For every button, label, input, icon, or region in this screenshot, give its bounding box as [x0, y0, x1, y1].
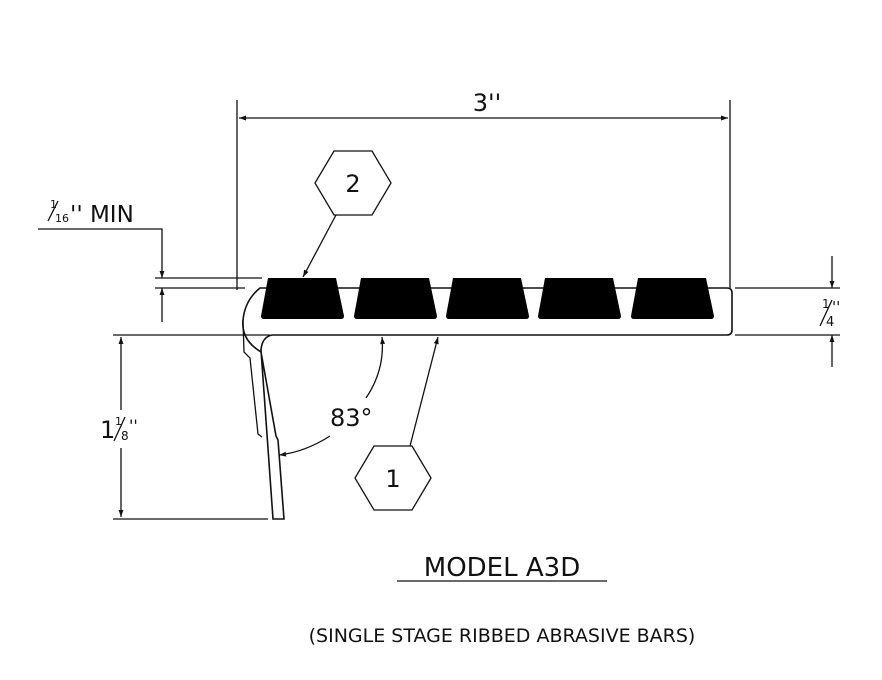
drawing-subtitle: (SINGLE STAGE RIBBED ABRASIVE BARS) [309, 625, 696, 647]
abrasive-bar [354, 278, 437, 319]
abrasive-bars [261, 278, 714, 319]
callout-2-label: 2 [345, 170, 360, 198]
abrasive-bar [538, 278, 621, 319]
thickness-dimension: 1 4 '' [735, 256, 840, 367]
abrasive-bar [446, 278, 529, 319]
inch-mark: '' [129, 416, 138, 435]
whole: 1 [100, 416, 115, 444]
callout-1-label: 1 [385, 465, 400, 493]
width-dimension: 3'' [236, 89, 731, 290]
tread-profile [242, 287, 733, 520]
drawing-title: MODEL A3D [424, 553, 580, 583]
fraction-num: 1 [822, 297, 830, 311]
min-label: '' MIN [70, 202, 134, 228]
fraction-num: 1 [115, 415, 122, 428]
abrasive-bar [631, 278, 714, 319]
angle-label: 83° [330, 404, 373, 432]
fraction-den: 4 [826, 315, 834, 330]
callout-2: 2 [302, 150, 392, 278]
fraction-den: 16 [55, 212, 69, 225]
abrasive-bar [261, 278, 344, 319]
inch-mark: '' [832, 298, 840, 316]
nose-height-dimension: 1 1 8 '' [100, 334, 270, 520]
fraction-den: 8 [121, 429, 129, 443]
fraction-num: 1 [50, 198, 57, 211]
angle-dimension: 83° [278, 336, 386, 457]
callout-1: 1 [354, 336, 439, 511]
min-gap-dimension: 1 16 '' MIN [38, 198, 262, 322]
width-dim-label: 3'' [473, 89, 501, 117]
